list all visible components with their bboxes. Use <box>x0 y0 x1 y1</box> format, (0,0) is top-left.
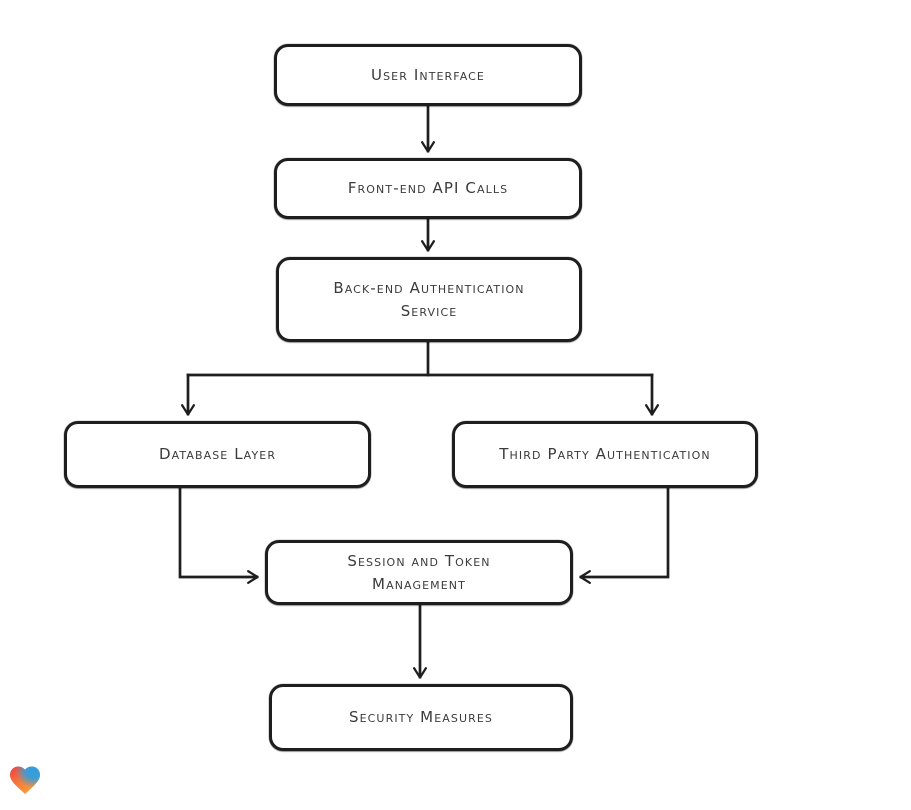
lovable-badge[interactable] <box>7 761 43 799</box>
node-label: Third Party Authentication <box>499 445 711 464</box>
node-back-end-authentication-service: Back-end Authentication Service <box>276 257 582 342</box>
node-label: Back-end Authentication Service <box>333 279 525 320</box>
heart-icon <box>10 766 40 795</box>
edge-thirdparty-to-session <box>579 487 670 584</box>
node-label: Database Layer <box>158 445 277 464</box>
edge-database-to-session <box>178 487 259 584</box>
node-front-end-api-calls: Front-end API Calls <box>274 158 582 219</box>
node-label: Security Measures <box>348 708 494 727</box>
node-session-and-token-management: Session and Token Management <box>265 540 573 605</box>
node-label: Session and Token Management <box>347 552 491 593</box>
node-database-layer: Database Layer <box>64 421 371 488</box>
node-user-interface: User Interface <box>274 44 582 106</box>
node-label: Front-end API Calls <box>347 179 509 198</box>
node-third-party-authentication: Third Party Authentication <box>452 421 758 488</box>
node-label: User Interface <box>371 65 485 84</box>
node-security-measures: Security Measures <box>269 684 573 751</box>
